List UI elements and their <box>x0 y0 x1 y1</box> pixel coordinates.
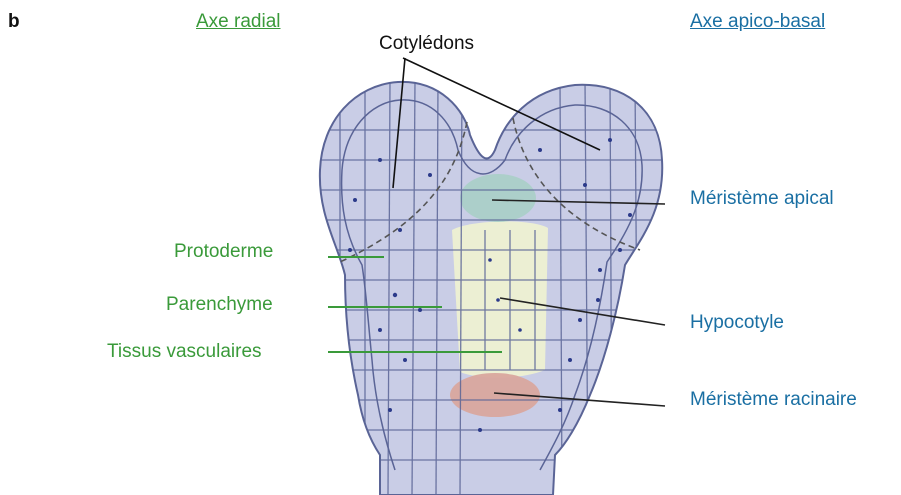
label-root-meristem: Méristème racinaire <box>690 389 857 411</box>
apical-meristem-region <box>460 174 536 222</box>
label-parenchyma: Parenchyme <box>166 294 273 316</box>
vascular-tissue-region <box>452 221 548 377</box>
label-hypocotyl: Hypocotyle <box>690 312 784 334</box>
label-cotyledons: Cotylédons <box>379 33 474 55</box>
label-vascular-tissue: Tissus vasculaires <box>107 341 262 363</box>
label-protoderm: Protoderme <box>174 241 273 263</box>
label-apical-meristem: Méristème apical <box>690 188 834 210</box>
